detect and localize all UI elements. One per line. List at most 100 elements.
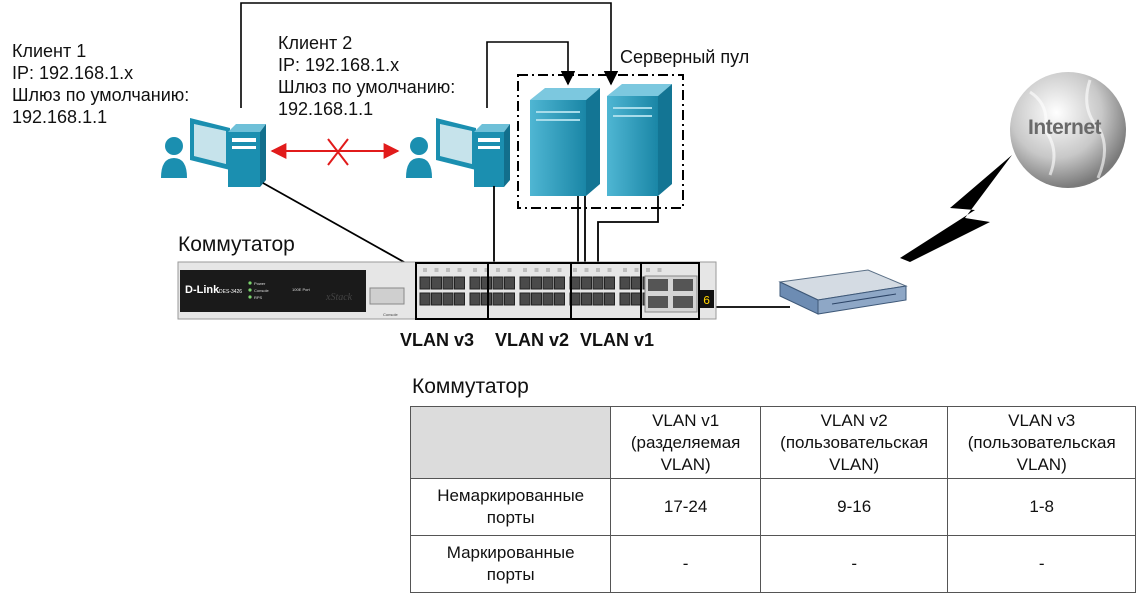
cell-untagged-v1: 17-24 xyxy=(610,478,761,536)
switch-port xyxy=(604,276,615,290)
port-led xyxy=(646,268,650,272)
server-2-icon xyxy=(607,84,672,196)
switch-port xyxy=(554,292,565,306)
client2-ip: IP: 192.168.1.x xyxy=(278,55,400,75)
table-title: Коммутатор xyxy=(412,375,529,398)
switch-port xyxy=(619,292,631,306)
vlan-v3-label: VLAN v3 xyxy=(400,330,475,350)
vlan-v1-label: VLAN v1 xyxy=(580,330,655,350)
switch-port xyxy=(531,292,542,306)
internet-label: Internet xyxy=(1028,116,1102,139)
svg-text:6: 6 xyxy=(703,294,710,308)
port-led xyxy=(607,268,612,272)
vlan-table: VLAN v1 (разделяемая VLAN) VLAN v2 (поль… xyxy=(409,406,1136,593)
switch-port xyxy=(469,292,481,306)
switch-port xyxy=(542,276,554,290)
cell-tagged-v3: - xyxy=(947,535,1136,593)
vlan-group-boxes xyxy=(415,262,700,320)
switch-port xyxy=(431,292,442,306)
row-label-untagged: Немаркированные порты xyxy=(409,478,612,536)
port-led xyxy=(534,268,539,272)
svg-text:Console: Console xyxy=(383,312,398,317)
switch-port xyxy=(592,292,604,306)
header-vlan-v1: VLAN v1 (разделяемая VLAN) xyxy=(610,406,761,479)
server-pool-label: Серверный пул xyxy=(620,47,750,67)
client2-workstation-icon xyxy=(406,118,510,187)
svg-text:DES-3426: DES-3426 xyxy=(219,289,242,295)
cell-untagged-v3: 1-8 xyxy=(947,478,1136,536)
row-label-tagged: Маркированные порты xyxy=(409,535,612,593)
switch-port xyxy=(604,292,615,306)
port-led xyxy=(657,268,662,272)
switch-port xyxy=(592,276,604,290)
client1-ip: IP: 192.168.1.x xyxy=(12,63,134,83)
client2-title: Клиент 2 xyxy=(278,33,353,53)
switch-port xyxy=(519,292,531,306)
table-row: Немаркированные порты 17-24 9-16 1-8 xyxy=(409,478,1136,536)
switch-port xyxy=(431,276,442,290)
port-led xyxy=(634,268,639,272)
switch-port xyxy=(492,276,504,290)
router-icon xyxy=(778,269,908,315)
header-vlan-v3: VLAN v3 (пользовательская VLAN) xyxy=(947,406,1136,479)
table-row: Маркированные порты - - - xyxy=(409,535,1136,593)
port-led xyxy=(473,268,477,272)
switch-port xyxy=(492,292,504,306)
switch-port xyxy=(554,276,565,290)
svg-text:RPS: RPS xyxy=(254,295,263,300)
svg-text:Console: Console xyxy=(254,288,269,293)
client1-workstation-icon xyxy=(161,118,266,187)
switch-port xyxy=(442,276,454,290)
uplink-box xyxy=(640,262,700,320)
client1-gateway-label: Шлюз по умолчанию: xyxy=(12,85,190,105)
port-led xyxy=(546,268,550,272)
server-pool-box xyxy=(517,74,684,209)
switch-port xyxy=(581,276,592,290)
switch-label: Коммутатор xyxy=(178,233,295,256)
client2-gateway-label: Шлюз по умолчанию: xyxy=(278,77,456,97)
switch-port xyxy=(581,292,592,306)
client2-gateway: 192.168.1.1 xyxy=(278,99,374,119)
header-vlan-v2: VLAN v2 (пользовательская VLAN) xyxy=(759,406,949,479)
port-led xyxy=(573,268,577,272)
port-led xyxy=(496,268,500,272)
port-led xyxy=(484,268,489,272)
switch-port xyxy=(419,276,431,290)
port-led xyxy=(523,268,527,272)
switch-port xyxy=(481,292,492,306)
switch-port xyxy=(542,292,554,306)
switch-port xyxy=(504,292,515,306)
switch-port xyxy=(519,276,531,290)
port-led xyxy=(446,268,450,272)
client1-gateway: 192.168.1.1 xyxy=(12,107,108,127)
switch-port xyxy=(531,276,542,290)
internet-globe-icon xyxy=(1010,72,1126,188)
switch-port xyxy=(481,276,492,290)
switch-port xyxy=(619,276,631,290)
port-led xyxy=(423,268,427,272)
switch-port xyxy=(442,292,454,306)
switch-port xyxy=(469,276,481,290)
port-led xyxy=(623,268,627,272)
svg-text:xStack: xStack xyxy=(325,292,353,303)
port-led xyxy=(457,268,462,272)
link-client1-server xyxy=(240,2,619,108)
vlan-v2-label: VLAN v2 xyxy=(495,330,570,350)
switch-port xyxy=(454,276,465,290)
svg-text:D-Link: D-Link xyxy=(185,284,220,296)
port-led xyxy=(596,268,600,272)
port-led xyxy=(434,268,439,272)
server-1-icon xyxy=(530,88,600,196)
svg-text:Power: Power xyxy=(254,281,266,286)
svg-text:100E Port: 100E Port xyxy=(292,287,311,292)
switch-port xyxy=(454,292,465,306)
client1-label: Клиент 1 IP: 192.168.1.x Шлюз по умолчан… xyxy=(12,40,189,128)
blocked-link xyxy=(270,138,400,166)
cell-tagged-v1: - xyxy=(610,535,761,593)
port-led xyxy=(557,268,562,272)
port-led xyxy=(507,268,512,272)
client2-label: Клиент 2 IP: 192.168.1.x Шлюз по умолчан… xyxy=(278,32,455,120)
switch-port xyxy=(504,276,515,290)
table-corner-cell xyxy=(409,406,612,479)
